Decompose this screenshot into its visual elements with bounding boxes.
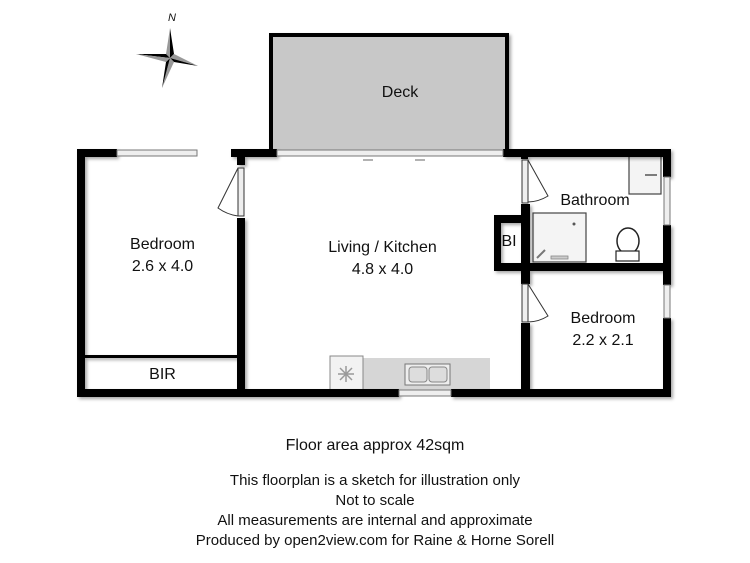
room-label-bathroom: Bathroom bbox=[550, 190, 640, 212]
double-sink-icon bbox=[404, 363, 451, 386]
note-line: Produced by open2view.com for Raine & Ho… bbox=[195, 532, 555, 549]
oven-icon bbox=[329, 355, 364, 391]
floor-area: Floor area approx 42sqm bbox=[285, 437, 465, 454]
room-label-bedroom-2: Bedroom 2.2 x 2.1 bbox=[548, 308, 658, 352]
disclaimer-notes: This floorplan is a sketch for illustrat… bbox=[0, 471, 750, 551]
deck-area bbox=[269, 33, 509, 154]
room-name: Deck bbox=[381, 84, 419, 101]
toilet-icon bbox=[615, 227, 640, 262]
note-line: Not to scale bbox=[335, 492, 415, 509]
room-name: Living / Kitchen bbox=[328, 239, 437, 256]
room-name: Bedroom bbox=[130, 236, 195, 253]
room-label-living-kitchen: Living / Kitchen 4.8 x 4.0 bbox=[300, 237, 465, 281]
note-line: All measurements are internal and approx… bbox=[217, 512, 533, 529]
room-name: Bathroom bbox=[560, 192, 630, 209]
floor-area-note: Floor area approx 42sqm bbox=[0, 436, 750, 455]
room-dims: 2.2 x 2.1 bbox=[572, 332, 634, 349]
room-dims: 2.6 x 4.0 bbox=[131, 258, 194, 275]
room-label-bi: BI bbox=[494, 231, 524, 253]
room-name: BIR bbox=[149, 366, 176, 383]
shower-icon bbox=[532, 212, 587, 263]
note-line: This floorplan is a sketch for illustrat… bbox=[229, 472, 521, 489]
vanity-icon bbox=[628, 155, 662, 195]
floor-fill bbox=[80, 152, 668, 394]
room-name: Bedroom bbox=[570, 310, 636, 327]
room-dims: 4.8 x 4.0 bbox=[351, 261, 414, 278]
room-label-bir: BIR bbox=[120, 364, 205, 386]
room-label-deck: Deck bbox=[340, 82, 460, 104]
room-name: BI bbox=[501, 233, 517, 250]
windows bbox=[116, 149, 671, 397]
doors bbox=[217, 159, 549, 323]
compass-rose-icon bbox=[136, 28, 198, 88]
walls bbox=[77, 149, 671, 397]
room-label-bedroom-1: Bedroom 2.6 x 4.0 bbox=[100, 234, 225, 278]
compass-north-label: N bbox=[168, 12, 176, 24]
